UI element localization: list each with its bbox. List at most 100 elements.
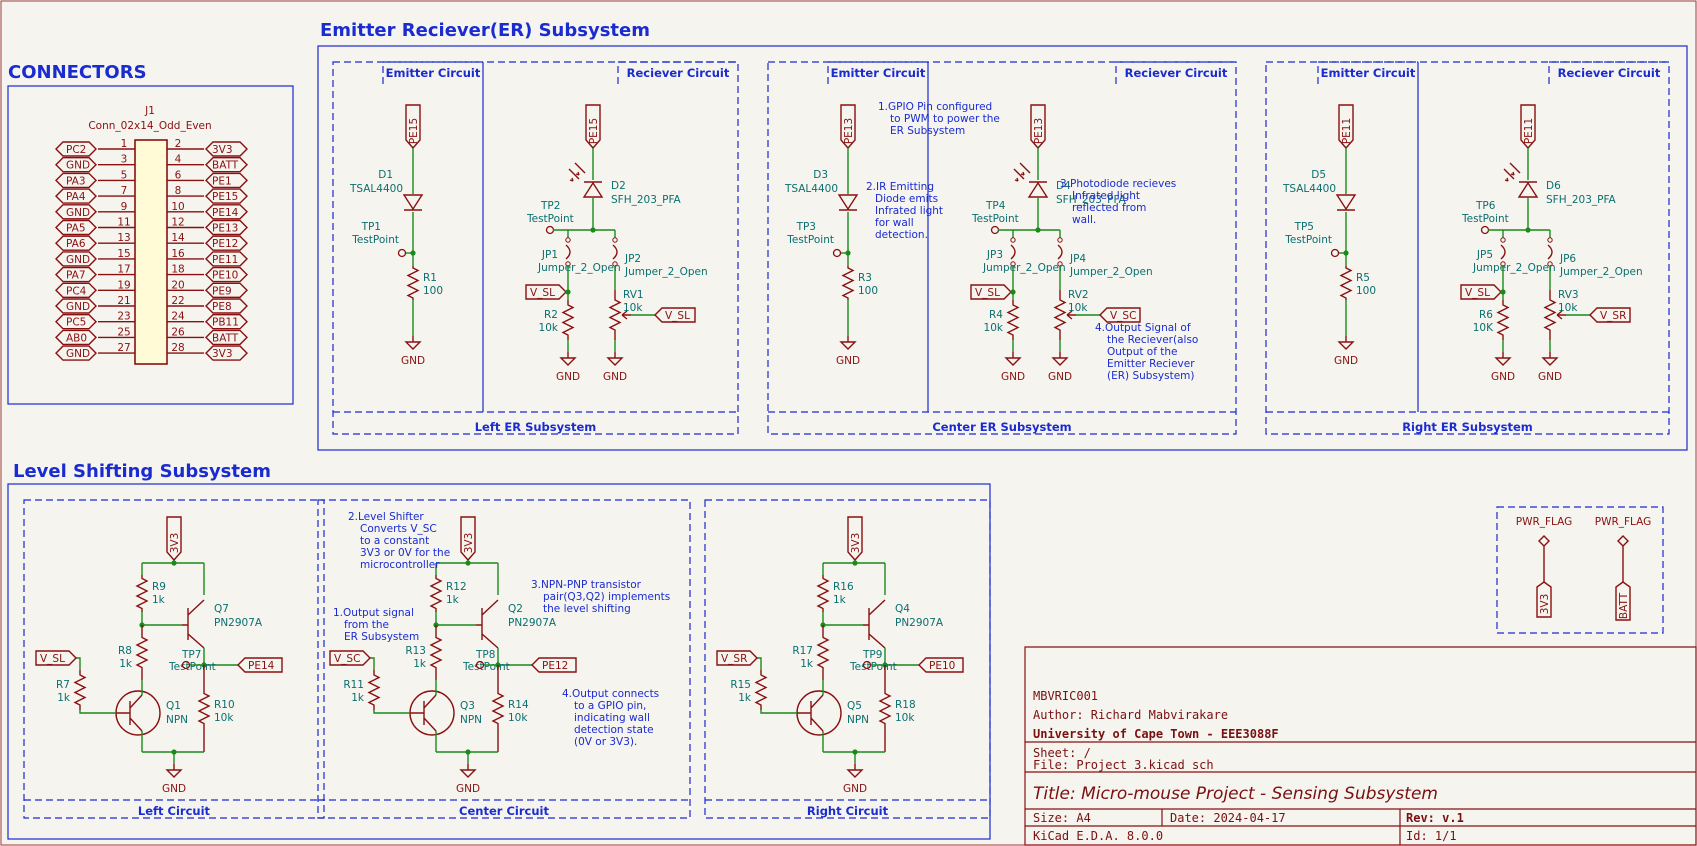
er-c-reciever-r2[interactable] — [1006, 300, 1020, 340]
ls-l-r-load[interactable] — [197, 665, 211, 752]
ls-c-r-in[interactable] — [367, 670, 381, 710]
er-c-output-label[interactable]: V_SC — [1099, 307, 1141, 323]
svg-text:V_SL: V_SL — [40, 653, 65, 665]
connector-net-right[interactable]: PB11 — [205, 314, 248, 330]
er-l-emitter-pin[interactable]: PE15 — [405, 104, 421, 150]
er-r-output-label[interactable]: V_SR — [1589, 307, 1631, 323]
ls-r-pnp-transistor[interactable] — [863, 599, 886, 649]
connector-net-left[interactable]: GND — [55, 251, 97, 267]
er-c-reciever-testpoint[interactable] — [990, 225, 1000, 235]
connector-net-left[interactable]: PA7 — [55, 266, 97, 283]
connector-body[interactable] — [134, 139, 168, 365]
er-r-emitter-diode[interactable] — [1335, 194, 1357, 211]
connector-net-left[interactable]: GND — [55, 157, 97, 173]
ls-c-input-label[interactable]: V_SC — [329, 650, 371, 666]
ls-r-input-label[interactable]: V_SR — [716, 650, 758, 666]
connector-net-left[interactable]: GND — [55, 345, 97, 361]
er-r-reciever-diode[interactable] — [1503, 162, 1539, 198]
ls-l-r-mid[interactable] — [135, 625, 149, 680]
er-l-vsrc-label[interactable]: V_SL — [525, 284, 567, 300]
pwr-flag-3v3[interactable]: PWR_FLAG 3V3 — [1516, 516, 1573, 618]
er-r-emitter-pin[interactable]: PE11 — [1338, 104, 1354, 150]
ls-c-pnp-transistor[interactable] — [476, 599, 499, 649]
ls-r-r-mid[interactable] — [816, 625, 830, 680]
er-r-reciever-pot[interactable] — [1543, 290, 1566, 340]
ls-l-pnp-transistor[interactable] — [182, 599, 205, 649]
ls-c-npn-transistor[interactable] — [409, 690, 455, 736]
ls-r-npn-transistor[interactable] — [796, 690, 842, 736]
connector-net-right[interactable]: PE11 — [205, 251, 248, 267]
connector-net-right[interactable]: PE9 — [205, 282, 248, 298]
er-l-output-label[interactable]: V_SL — [654, 307, 696, 323]
er-c-jumper-a[interactable] — [1010, 237, 1016, 267]
er-c-emitter-diode[interactable] — [837, 194, 859, 211]
connector-net-right[interactable]: 3V3 — [205, 345, 248, 361]
connector-net-right[interactable]: BATT — [205, 157, 248, 173]
er-l-emitter-testpoint[interactable] — [397, 248, 407, 258]
er-r-vsrc-label[interactable]: V_SL — [1460, 284, 1502, 300]
connector-net-right[interactable]: PE10 — [205, 266, 248, 283]
connector-net-right[interactable]: PE13 — [205, 219, 248, 236]
ls-r-r-in[interactable] — [754, 670, 768, 710]
connector-net-left[interactable]: PA3 — [55, 172, 97, 189]
er-l-reciever-diode[interactable] — [568, 162, 604, 198]
ls-l-testpoint[interactable] — [181, 660, 191, 670]
er-c-emitter-pin[interactable]: PE13 — [840, 104, 856, 150]
ls-l-r-in[interactable] — [73, 670, 87, 710]
er-r-reciever-r2[interactable] — [1496, 300, 1510, 340]
er-r-emitter-testpoint[interactable] — [1330, 248, 1340, 258]
pwr-flag-batt[interactable]: PWR_FLAG BATT — [1595, 516, 1652, 621]
connector-net-left[interactable]: PA6 — [55, 235, 97, 251]
er-c-reciever-pot[interactable] — [1053, 290, 1076, 340]
svg-text:TestPoint: TestPoint — [351, 234, 399, 246]
ls-c-r-mid[interactable] — [429, 625, 443, 680]
connector-net-right[interactable]: PE8 — [205, 298, 248, 314]
ls-c-testpoint[interactable] — [475, 660, 485, 670]
connector-net-left[interactable]: GND — [55, 298, 97, 314]
er-l-emitter-diode[interactable] — [402, 194, 424, 211]
connector-net-left[interactable]: PC5 — [55, 314, 97, 330]
er-l-reciever-testpoint[interactable] — [545, 225, 555, 235]
er-c-emitter-resistor[interactable] — [841, 266, 855, 300]
ls-l-output-label[interactable]: PE14 — [237, 657, 283, 673]
connector-net-right[interactable]: PE14 — [205, 204, 248, 220]
connector-net-left[interactable]: PC2 — [55, 141, 97, 157]
ls-l-r-top[interactable] — [135, 575, 149, 612]
ls-r-output-label[interactable]: PE10 — [918, 657, 964, 673]
connector-net-left[interactable]: AB0 — [55, 329, 97, 346]
ls-r-r-top[interactable] — [816, 575, 830, 612]
svg-text:PE11: PE11 — [1341, 118, 1353, 144]
connector-net-right[interactable]: PE12 — [205, 235, 248, 251]
ls-r-3v3-pin[interactable]: 3V3 — [847, 516, 863, 562]
er-l-emitter-resistor[interactable] — [406, 266, 420, 300]
connector-net-left[interactable]: PA5 — [55, 219, 97, 236]
connector-net-right[interactable]: PE15 — [205, 188, 248, 204]
ls-c-output-label[interactable]: PE12 — [531, 657, 577, 673]
ls-l-npn-transistor[interactable] — [115, 690, 161, 736]
er-l-reciever-pot[interactable] — [608, 290, 631, 340]
ls-l-input-label[interactable]: V_SL — [35, 650, 77, 666]
ls-c-r-load[interactable] — [491, 665, 505, 752]
er-c-reciever-pin[interactable]: PE13 — [1030, 104, 1046, 150]
er-r-reciever-testpoint[interactable] — [1480, 225, 1490, 235]
ls-r-testpoint[interactable] — [862, 660, 872, 670]
ls-l-3v3-pin[interactable]: 3V3 — [166, 516, 182, 562]
er-c-reciever-diode[interactable] — [1013, 162, 1049, 198]
ls-r-r-load[interactable] — [878, 665, 892, 752]
ls-c-r-top[interactable] — [429, 575, 443, 612]
connector-net-right[interactable]: PE1 — [205, 172, 248, 189]
svg-text:PE14: PE14 — [212, 207, 239, 219]
connector-net-left[interactable]: GND — [55, 204, 97, 220]
connector-net-right[interactable]: 3V3 — [205, 141, 248, 157]
er-c-emitter-testpoint[interactable] — [832, 248, 842, 258]
er-c-vsrc-label[interactable]: V_SL — [970, 284, 1012, 300]
connector-net-left[interactable]: PC4 — [55, 282, 97, 298]
er-r-reciever-pin[interactable]: PE11 — [1520, 104, 1536, 150]
er-r-emitter-resistor[interactable] — [1339, 266, 1353, 300]
er-l-reciever-r2[interactable] — [561, 300, 575, 340]
connector-net-left[interactable]: PA4 — [55, 188, 97, 204]
ls-c-3v3-pin[interactable]: 3V3 — [460, 516, 476, 562]
er-l-reciever-pin[interactable]: PE15 — [585, 104, 601, 150]
connector-net-right[interactable]: BATT — [205, 329, 248, 346]
